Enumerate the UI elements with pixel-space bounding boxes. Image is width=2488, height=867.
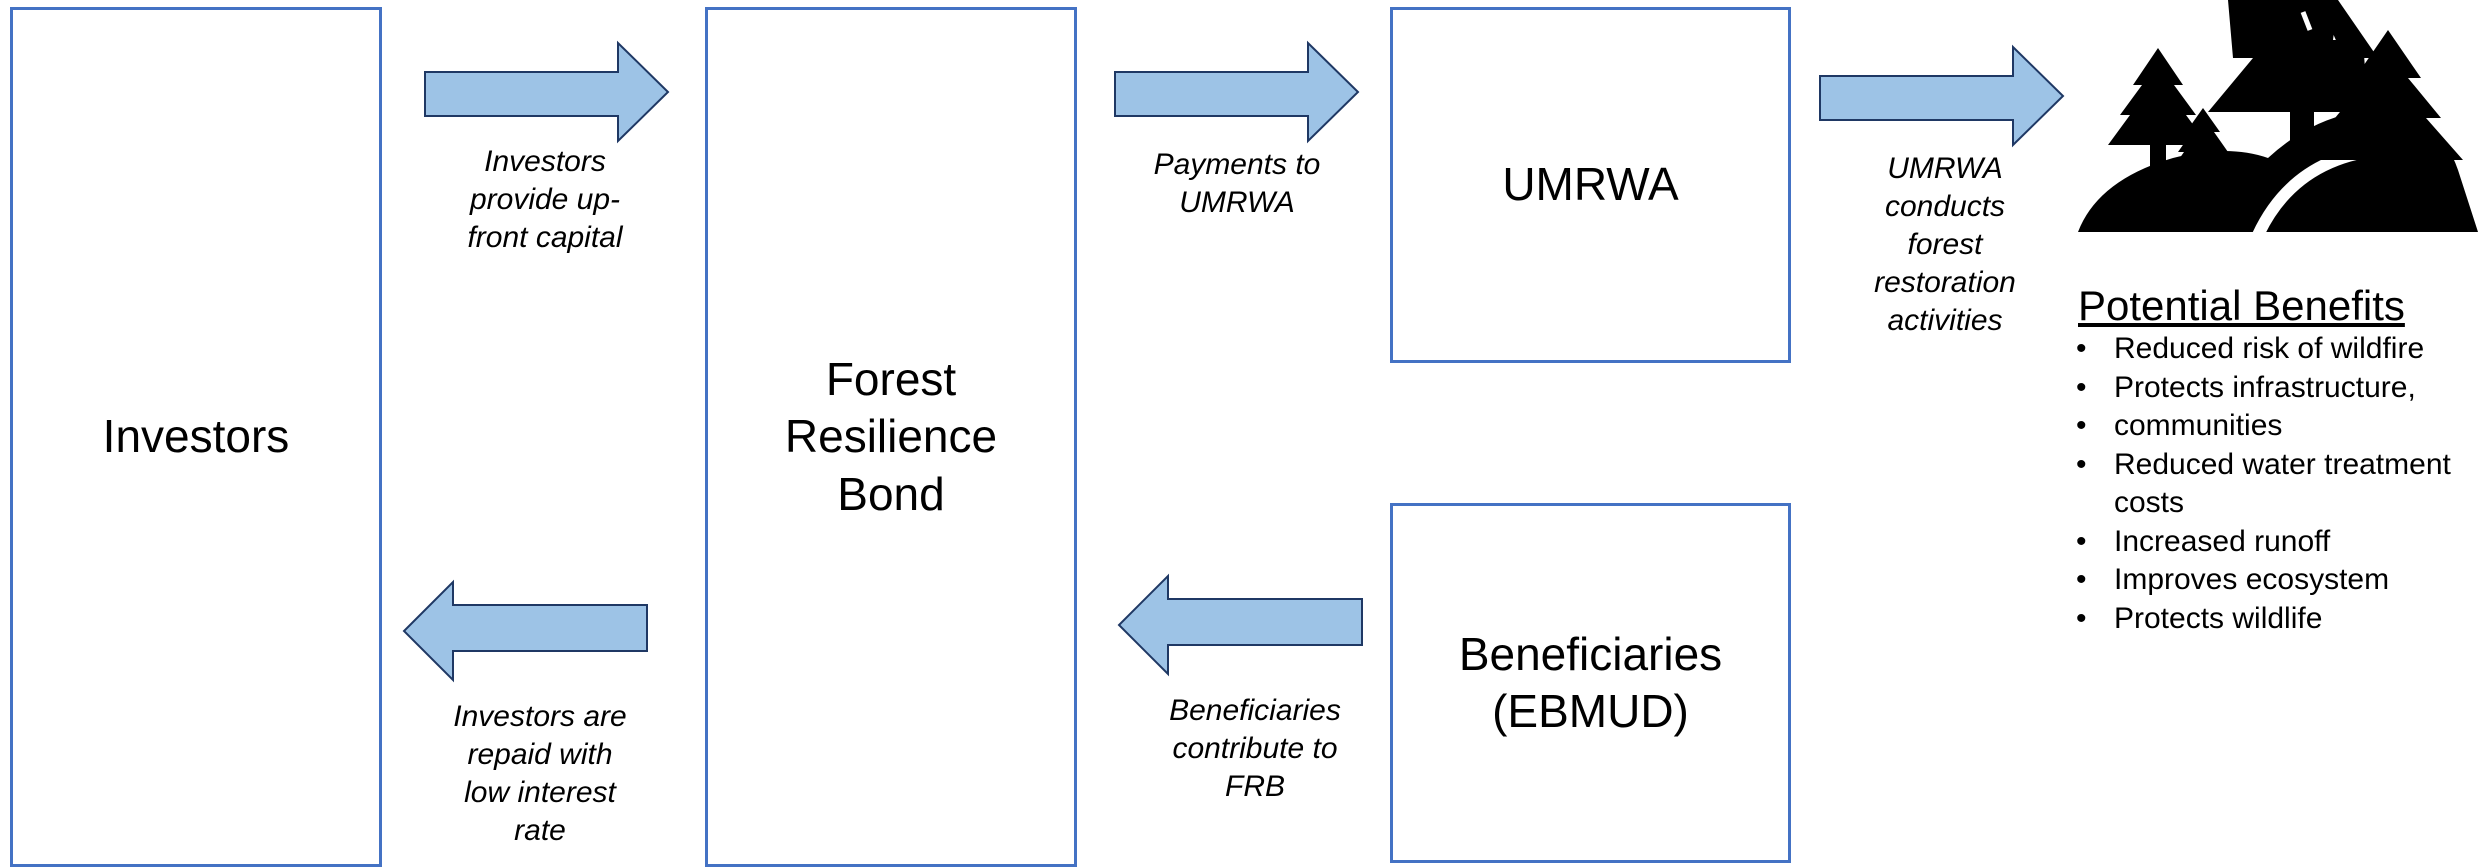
- benefit-text: Reduced risk of wildfire: [2114, 332, 2425, 365]
- bullet-icon: •: [2076, 332, 2087, 365]
- benefit-text: Increased runoff: [2114, 524, 2331, 558]
- arrow-investors-to-frb: [424, 40, 670, 144]
- benefit-item: • Reduced water treatment costs: [2074, 446, 2488, 523]
- bullet-icon: •: [2076, 370, 2087, 404]
- forest-trees-icon: [2078, 0, 2478, 235]
- benefit-item: • Protects wildlife: [2074, 600, 2488, 639]
- caption-payments-to-umrwa: Payments to UMRWA: [1153, 148, 1321, 219]
- benefits-list: • Reduced risk of wildfire • Protects infr…: [2074, 330, 2488, 638]
- caption-investors-provide-capital: Investors provide up- front capital: [467, 145, 623, 254]
- potential-benefits-title: Potential Benefits: [2078, 282, 2405, 329]
- benefit-text: Improves ecosystem: [2114, 563, 2390, 596]
- benefit-text: Protects wildlife: [2114, 601, 2323, 635]
- arrow-frb-to-investors: [402, 579, 648, 683]
- caption-umrwa-conducts-restoration: UMRWA conducts forest restoration activi…: [1874, 152, 2016, 337]
- arrow-beneficiaries-to-frb: [1117, 573, 1363, 677]
- benefit-item: • Protects infrastructure,: [2074, 369, 2488, 408]
- bullet-icon: •: [2076, 563, 2087, 596]
- caption-beneficiaries-contribute: Beneficiaries contribute to FRB: [1169, 694, 1341, 803]
- beneficiaries-box: Beneficiaries (EBMUD): [1390, 503, 1791, 863]
- umrwa-label: UMRWA: [1502, 158, 1679, 211]
- caption-investors-repaid: Investors are repaid with low interest r…: [453, 700, 627, 847]
- benefit-item: • Improves ecosystem: [2074, 561, 2488, 600]
- benefit-item: • communities: [2074, 407, 2488, 446]
- bullet-icon: •: [2076, 447, 2087, 481]
- benefit-text: communities: [2114, 409, 2283, 442]
- bullet-icon: •: [2076, 524, 2087, 558]
- arrow-umrwa-to-forest: [1819, 44, 2065, 148]
- beneficiaries-label: Beneficiaries (EBMUD): [1458, 627, 1723, 738]
- investors-box: Investors: [10, 7, 382, 867]
- benefit-item: • Reduced risk of wildfire: [2074, 330, 2488, 369]
- umrwa-box: UMRWA: [1390, 7, 1791, 363]
- frb-label: Forest Resilience Bond: [784, 352, 998, 520]
- benefit-item: • Increased runoff: [2074, 523, 2488, 562]
- benefit-text: Reduced water treatment costs: [2114, 447, 2451, 520]
- bullet-icon: •: [2076, 409, 2087, 442]
- benefit-text: Protects infrastructure,: [2114, 370, 2416, 404]
- investors-label: Investors: [102, 410, 290, 463]
- forest-resilience-bond-box: Forest Resilience Bond: [705, 7, 1077, 867]
- bullet-icon: •: [2076, 601, 2087, 635]
- arrow-frb-to-umrwa: [1114, 40, 1360, 144]
